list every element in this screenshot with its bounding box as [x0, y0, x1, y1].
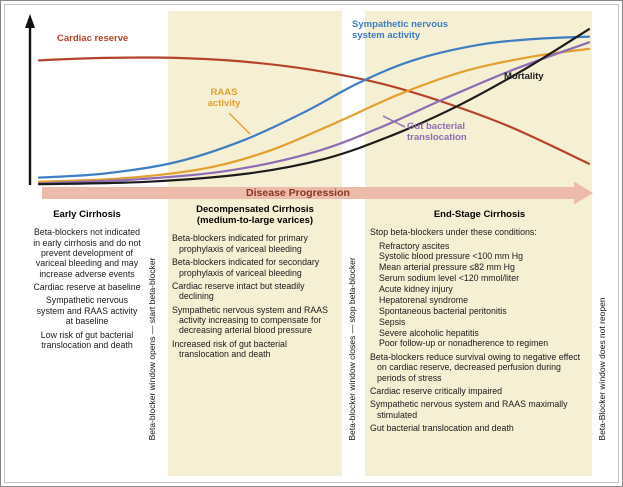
stage-item: Sympathetic nervous system and RAAS maxi… [370, 399, 568, 420]
raas-leader-line [228, 112, 251, 135]
condition-item: Mean arterial pressure ≤82 mm Hg [379, 262, 515, 273]
condition-item: Severe alcoholic hepatitis [379, 327, 479, 338]
stage-item: Beta-blockers reduce survival owing to n… [370, 351, 581, 383]
stage-item: Cardiac reserve at baseline [33, 282, 141, 293]
curve-gut-bacterial-translocation [37, 41, 591, 185]
raas-label: RAAS activity [207, 87, 241, 109]
stage-item-lead: Stop beta-blockers under these condition… [370, 227, 537, 238]
progression-chart [25, 14, 593, 205]
curves-layer [37, 28, 591, 186]
curve-mortality [37, 28, 591, 186]
stage-subtitle: (medium-to-large varices) [196, 215, 314, 227]
stage-end-stage-cirrhosis: End-Stage Cirrhosis Stop beta-blockers u… [370, 209, 589, 436]
beta-blocker-window-closes-label: Beta-blocker window closes — stop beta-b… [347, 257, 357, 441]
curve-sympathetic-nervous-system-activity [37, 35, 591, 179]
stage-item: Low risk of gut bacterial translocation … [40, 329, 134, 350]
condition-item: Serum sodium level <120 mmol/liter [379, 273, 520, 284]
stage-early-cirrhosis: Early Cirrhosis Beta-blockers not indica… [33, 209, 141, 353]
curve-raas-activity [37, 47, 591, 183]
condition-item: Systolic blood pressure <100 mm Hg [379, 251, 523, 262]
condition-item: Hepatorenal syndrome [379, 294, 468, 305]
condition-item: Spontaneous bacterial peritonitis [379, 305, 507, 316]
stage-item: Cardiac reserve intact but steadily decl… [172, 280, 305, 302]
condition-item: Acute kidney injury [379, 284, 453, 295]
beta-blocker-window-no-reopen-label: Beta-Blocker window does not reopen [597, 297, 607, 441]
stage-item: Sympathetic nervous system and RAAS acti… [36, 295, 138, 327]
stage-decompensated-cirrhosis: Decompensated Cirrhosis (medium-to-large… [172, 204, 338, 363]
stage-item: Beta-blockers not indicated in early cir… [33, 227, 141, 279]
sympathetic-label: Sympathetic nervous system activity [352, 19, 449, 41]
disease-progression-arrowhead-icon [574, 181, 593, 205]
stage-item: Beta-blockers indicated for primary prop… [172, 233, 308, 254]
stage-title: Early Cirrhosis [53, 209, 121, 220]
condition-item: Poor follow-up or nonadherence to regime… [379, 338, 549, 349]
cardiac-reserve-label: Cardiac reserve [57, 33, 129, 44]
disease-progression-label: Disease Progression [246, 187, 350, 199]
stage-item: Increased risk of gut bacterial transloc… [172, 338, 287, 360]
y-axis-arrowhead-icon [25, 14, 35, 28]
gut-leader-line [382, 115, 406, 128]
gut-translocation-label: Gut bacterial translocation [407, 121, 467, 143]
stage-item: Beta-blockers indicated for secondary pr… [172, 257, 320, 278]
condition-item: Refractory ascites [379, 240, 450, 251]
stage-item: Sympathetic nervous system and RAAS acti… [172, 304, 328, 336]
stage-item: Cardiac reserve critically impaired [370, 385, 502, 396]
condition-item: Sepsis [379, 316, 406, 327]
stage-band-decompensated [168, 11, 342, 476]
disease-progression-arrow-body [42, 187, 574, 199]
beta-blocker-window-opens-label: Beta-blocker window opens — start beta-b… [147, 257, 157, 441]
stage-item: Gut bacterial translocation and death [370, 423, 514, 434]
curve-cardiac-reserve [37, 56, 591, 165]
stage-title: End-Stage Cirrhosis [433, 209, 526, 220]
mortality-label: Mortality [504, 71, 544, 82]
stage-title: Decompensated Cirrhosis [196, 204, 314, 215]
